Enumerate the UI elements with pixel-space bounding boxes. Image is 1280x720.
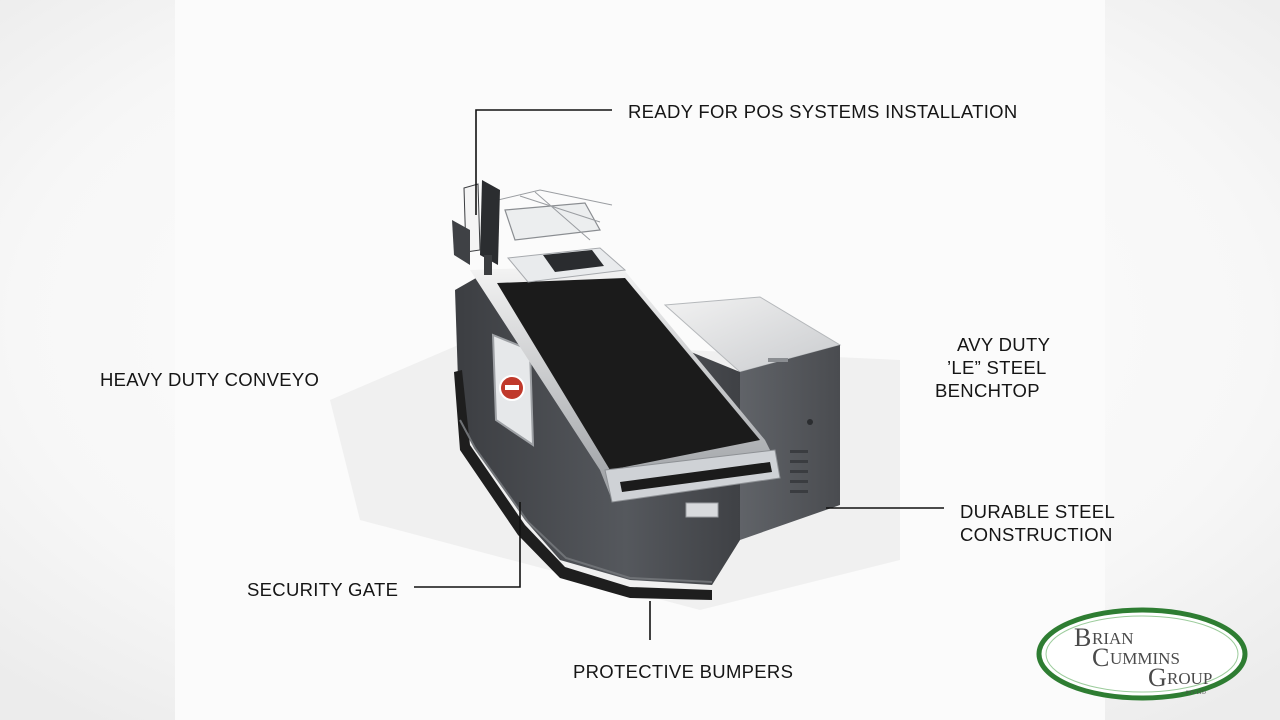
callout-steel-line2: CONSTRUCTION [960, 524, 1113, 545]
scanner-glass [543, 250, 604, 272]
callout-durable-steel: DURABLE STEEL CONSTRUCTION [960, 500, 1115, 546]
callout-security-text: SECURITY GATE [247, 579, 399, 600]
logo-row2: UMMINS [1110, 649, 1180, 668]
callout-pos-installation: READY FOR POS SYSTEMS INSTALLATION [628, 100, 1018, 123]
callout-security-gate: SECURITY GATE [247, 578, 398, 601]
pos-monitor-stand [484, 255, 492, 275]
stop-sign-bar [505, 385, 519, 390]
callout-protective-bumpers: PROTECTIVE BUMPERS [573, 660, 793, 683]
callout-steel-line1: DURABLE STEEL [960, 501, 1116, 522]
pos-monitor [480, 180, 500, 265]
benchtop-vents [790, 450, 808, 493]
logo-big-c: C [1092, 643, 1109, 672]
logo-ring-inner [1045, 615, 1239, 693]
side-shelf [452, 220, 470, 265]
benchtop-handle [768, 358, 788, 362]
callout-benchtop-line2: ’LE” STEEL [947, 357, 1047, 378]
bumper-highlight [459, 419, 713, 583]
logo-big-g: G [1148, 663, 1167, 692]
callout-pos-text: READY FOR POS SYSTEMS INSTALLATION [628, 101, 1018, 122]
brian-cummins-group-logo: B RIAN C UMMINS G ROUP PTY LTD [1036, 607, 1248, 701]
callout-conveyor-text: HEAVY DUTY CONVEYO [100, 369, 320, 390]
callout-benchtop-line3: BENCHTOP [935, 380, 1040, 401]
benchtop-front-face [740, 345, 840, 540]
callout-steel-benchtop: AVY DUTY ’LE” STEEL BENCHTOP [935, 333, 1095, 402]
conveyor-belt [497, 278, 760, 470]
conveyor-foot [685, 502, 719, 518]
logo-big-b: B [1074, 623, 1091, 652]
logo-tag: PTY LTD [1186, 691, 1206, 696]
callout-heavy-duty-conveyor: HEAVY DUTY CONVEYO [100, 368, 324, 391]
benchtop-lock [807, 419, 813, 425]
logo-row1: RIAN [1092, 629, 1134, 648]
conveyor-end-slot [620, 462, 772, 492]
callout-benchtop-line1: AVY DUTY [957, 334, 1051, 355]
logo-row3: ROUP [1167, 669, 1212, 688]
logo-ring-outer [1036, 607, 1248, 701]
callout-bumpers-text: PROTECTIVE BUMPERS [573, 661, 794, 682]
